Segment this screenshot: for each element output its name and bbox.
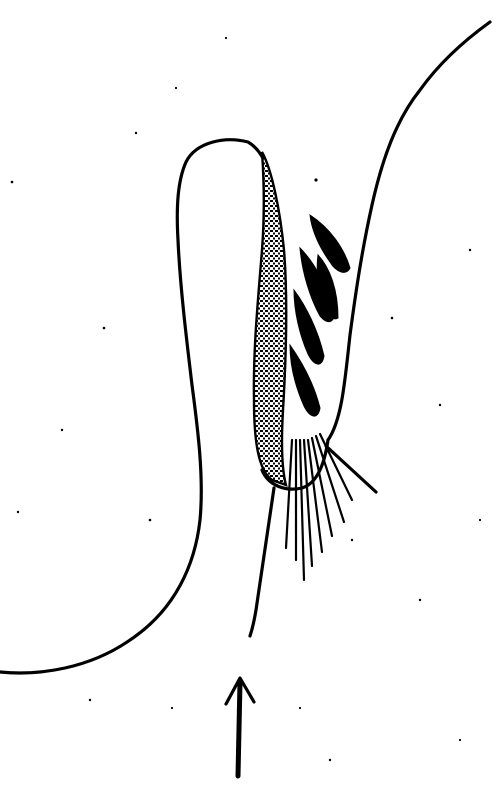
outer-contour-left <box>0 140 274 673</box>
paper-specks <box>11 37 481 761</box>
bristles <box>286 434 352 580</box>
up-arrow-icon <box>226 678 254 776</box>
scale-1 <box>310 215 350 272</box>
stippled-band <box>254 152 286 485</box>
pointer-line <box>326 446 376 492</box>
dark-scales <box>290 215 350 416</box>
outer-contour-right <box>328 22 490 440</box>
stem-line <box>250 488 274 636</box>
